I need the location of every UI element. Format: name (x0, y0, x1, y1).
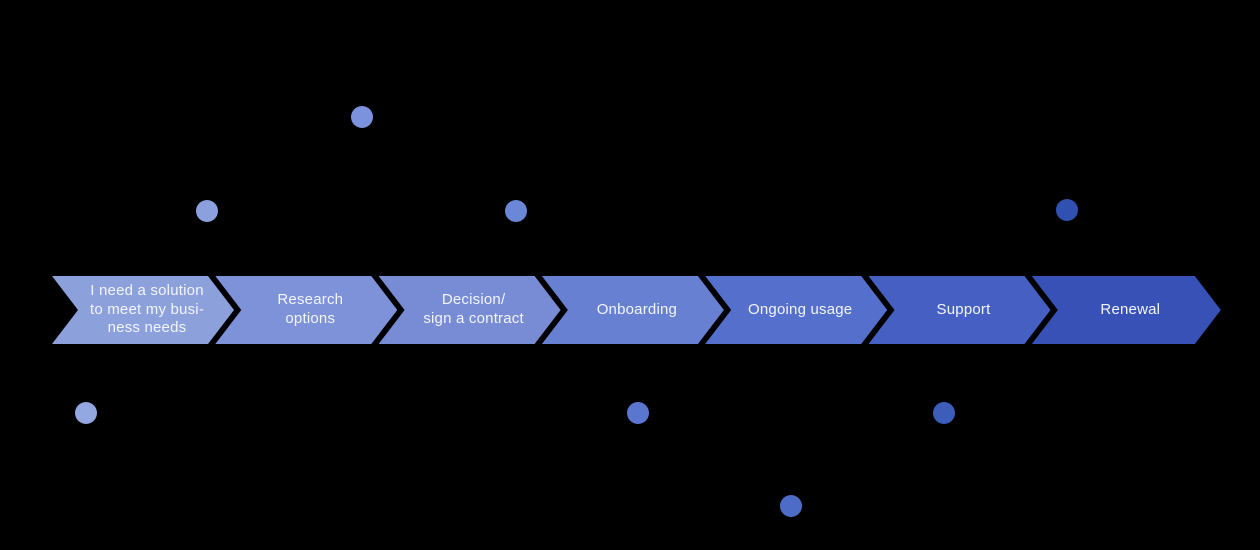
stage-label: Research options (277, 291, 344, 327)
stage-chevron-3: Decision/ sign a contract (379, 276, 561, 344)
touchpoint-dot-2 (351, 106, 373, 128)
touchpoint-dot-7 (933, 402, 955, 424)
stage-chevron-4: Onboarding (542, 276, 724, 344)
stage-label: I need a solution to meet my busi- ness … (89, 281, 205, 337)
touchpoint-dot-3 (505, 200, 527, 222)
touchpoint-dot-6 (627, 402, 649, 424)
stage-chevron-5: Ongoing usage (705, 276, 887, 344)
stage-chevron-7: Renewal (1032, 276, 1221, 344)
touchpoint-dot-1 (196, 200, 218, 222)
stage-label: Support (936, 300, 991, 318)
stage-chevron-1: I need a solution to meet my busi- ness … (52, 276, 234, 344)
stage-label: Decision/ sign a contract (423, 291, 524, 327)
journey-stage-band: I need a solution to meet my busi- ness … (0, 276, 1260, 344)
stage-chevron-2: Research options (215, 276, 397, 344)
stage-label: Ongoing usage (748, 300, 853, 318)
stage-chevron-6: Support (869, 276, 1051, 344)
stage-label: Onboarding (596, 300, 678, 318)
touchpoint-dot-8 (780, 495, 802, 517)
touchpoint-dot-4 (1056, 199, 1078, 221)
touchpoint-dot-5 (75, 402, 97, 424)
stage-label: Renewal (1100, 300, 1161, 318)
